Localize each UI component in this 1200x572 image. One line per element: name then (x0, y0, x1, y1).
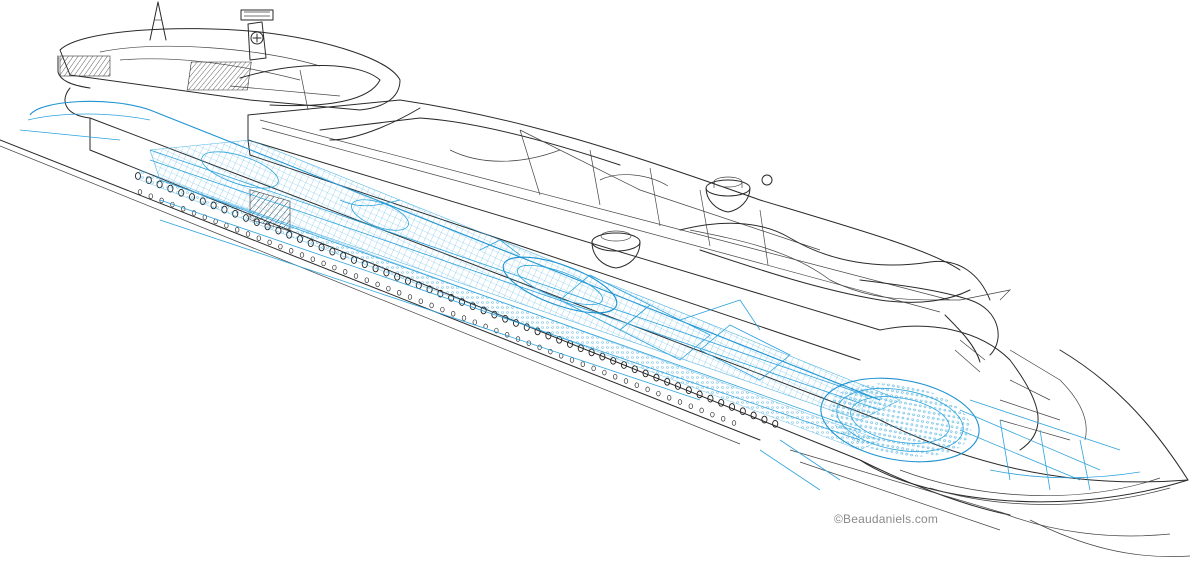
porthole-small (386, 285, 391, 292)
porthole-small (667, 395, 672, 401)
waterline (0, 139, 761, 445)
funnel-mast (149, 1, 274, 61)
porthole-small (721, 416, 726, 422)
porthole-small (375, 281, 380, 288)
porthole-small (267, 239, 272, 246)
porthole (674, 382, 682, 390)
porthole-small (224, 222, 229, 229)
porthole-small (472, 319, 477, 325)
porthole (696, 390, 703, 399)
porthole (761, 415, 768, 424)
porthole-small (256, 235, 261, 241)
porthole (739, 407, 746, 416)
porthole (718, 398, 725, 407)
interior-blueprint-cutaway (19, 100, 1141, 491)
porthole (685, 386, 692, 395)
porthole-small (677, 399, 683, 405)
porthole-small (353, 273, 359, 279)
porthole-small (591, 365, 596, 372)
watermark-credit: ©Beaudaniels.com (834, 512, 939, 526)
porthole-small (710, 411, 715, 418)
porthole-small (418, 298, 423, 304)
porthole-small (202, 214, 207, 220)
porthole-small (494, 327, 499, 334)
porthole-small (321, 260, 326, 267)
porthole-small (440, 306, 445, 313)
porthole-small (310, 256, 315, 262)
porthole-small (343, 269, 348, 275)
porthole-small (364, 277, 369, 283)
aft-deck (57, 28, 401, 111)
porthole-small (634, 382, 639, 388)
porthole-small (299, 252, 305, 258)
porthole-small (159, 197, 164, 204)
observation-pod (591, 174, 773, 269)
porthole-small (289, 248, 294, 254)
porthole-small (397, 290, 402, 296)
porthole-small (699, 407, 704, 414)
porthole-small (656, 390, 661, 397)
porthole (642, 369, 649, 378)
porthole-small (191, 210, 197, 216)
porthole-small (688, 403, 693, 409)
porthole-small (569, 357, 575, 363)
porthole (707, 394, 714, 403)
porthole-small (407, 294, 413, 300)
porthole-small (731, 420, 737, 426)
porthole-small (580, 361, 585, 367)
porthole-small (461, 315, 467, 321)
porthole (664, 377, 671, 386)
porthole (728, 403, 736, 411)
porthole-small (137, 189, 143, 195)
porthole-small (332, 264, 337, 271)
porthole-small (602, 369, 607, 376)
porthole-small (645, 386, 650, 393)
porthole (750, 411, 757, 420)
porthole (653, 373, 660, 382)
porthole-small (613, 374, 618, 380)
porthole (772, 419, 779, 428)
porthole-small (451, 311, 456, 317)
porthole-small (245, 231, 251, 237)
porthole-small (235, 227, 240, 233)
porthole-small (548, 348, 553, 355)
porthole-small (278, 243, 283, 250)
porthole-small (623, 378, 629, 384)
porthole-small (429, 302, 434, 309)
forward-deck (679, 222, 1087, 451)
porthole-small (148, 193, 153, 199)
